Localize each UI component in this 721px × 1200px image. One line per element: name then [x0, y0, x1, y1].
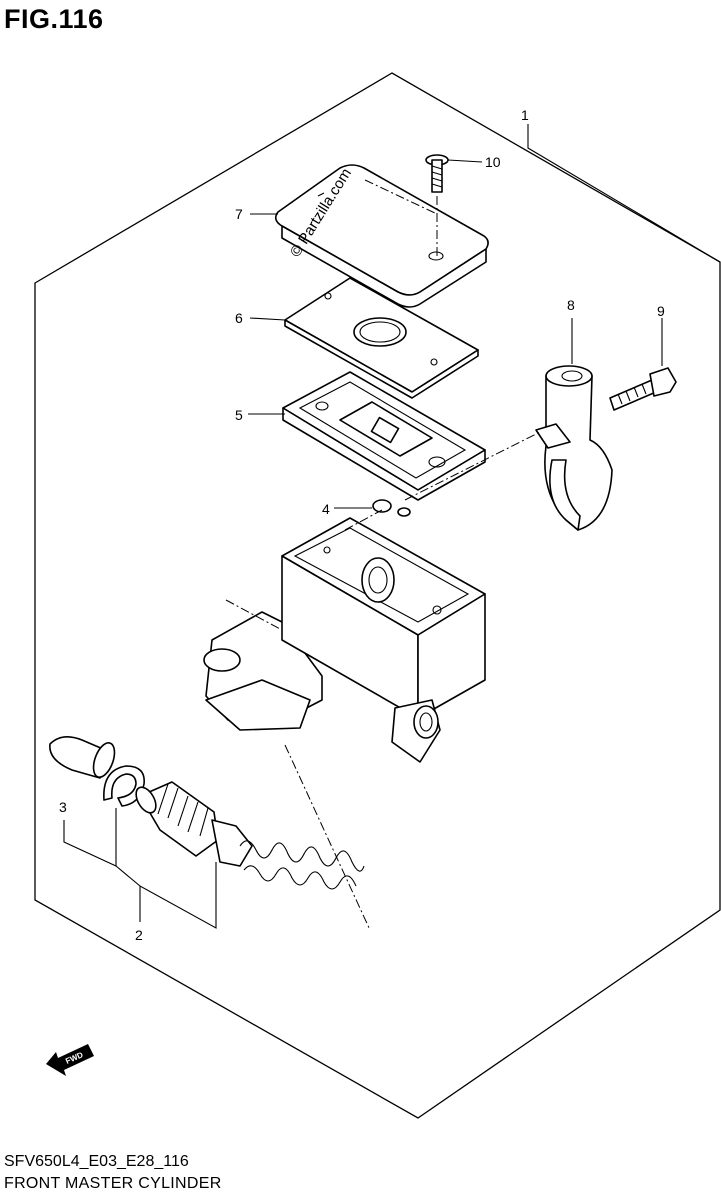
- axis-line: [404, 431, 541, 501]
- assembly-outline: [34, 72, 721, 1119]
- figure-title: FIG.116: [4, 4, 104, 34]
- axis-line: [344, 509, 383, 531]
- leader-6: [249, 317, 286, 321]
- figure-name: FRONT MASTER CYLINDER: [4, 1175, 222, 1192]
- axis-line: [225, 599, 283, 631]
- callout-4: 4: [322, 501, 330, 517]
- callout-6: 6: [235, 310, 243, 326]
- callout-10: 10: [485, 154, 501, 170]
- axis-line: [364, 179, 438, 215]
- callout-2: 2: [135, 927, 143, 943]
- leader-2: [115, 862, 217, 929]
- figure-code: SFV650L4_E03_E28_116: [4, 1153, 189, 1170]
- callout-1: 1: [521, 107, 529, 123]
- axis-line: [284, 744, 371, 931]
- callout-3: 3: [59, 799, 67, 815]
- leader-1: [527, 124, 721, 263]
- diaphragm[interactable]: [284, 277, 479, 399]
- diaphragm-plate[interactable]: [282, 371, 486, 501]
- callout-9: 9: [657, 303, 665, 319]
- cap-screw[interactable]: [425, 154, 449, 193]
- callout-8: 8: [567, 297, 575, 313]
- leader-10: [447, 159, 483, 163]
- piston-set[interactable]: [49, 736, 365, 890]
- callout-7: 7: [235, 206, 243, 222]
- leader-3: [63, 808, 117, 867]
- washer-ring[interactable]: [372, 499, 411, 517]
- reservoir-cap[interactable]: [274, 164, 489, 308]
- master-cylinder-body[interactable]: [203, 517, 486, 763]
- holder-bolt[interactable]: [609, 367, 677, 411]
- lever-holder[interactable]: [535, 365, 613, 531]
- callout-5: 5: [235, 407, 243, 423]
- fwd-arrow-icon: FWD: [46, 1044, 94, 1076]
